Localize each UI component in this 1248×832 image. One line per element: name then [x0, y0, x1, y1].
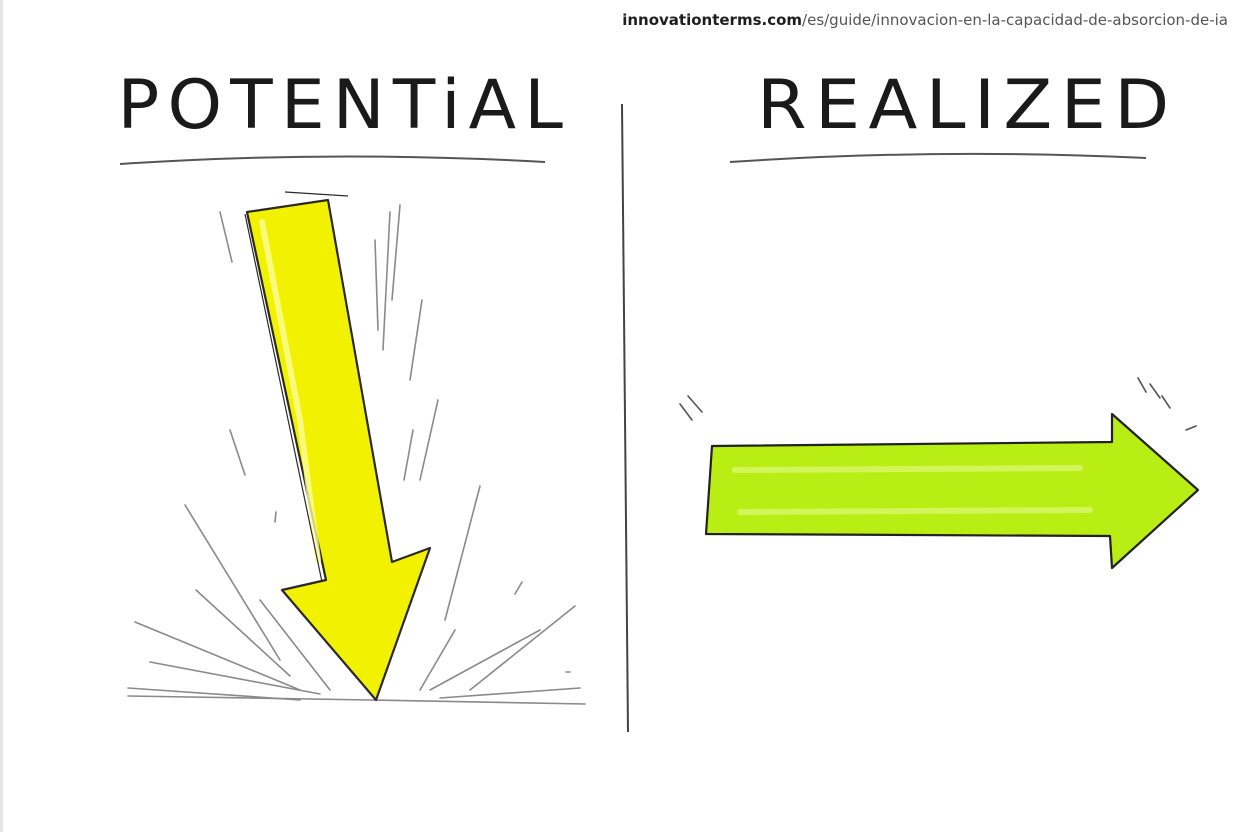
potential-underline [119, 155, 546, 165]
down-arrow-sketch-line [244, 213, 323, 583]
source-domain: innovationterms.com [622, 11, 803, 29]
realized-underline [729, 152, 1147, 163]
source-path: /es/guide/innovacion-en-la-capacidad-de-… [802, 11, 1228, 29]
panel-divider [621, 103, 629, 733]
source-url: innovationterms.com/es/guide/innovacion-… [622, 11, 1228, 29]
realized-heading: REALIZED [757, 66, 1178, 145]
down-arrow-group [127, 191, 586, 705]
right-arrow-highlight [732, 465, 1093, 515]
motion-marks [679, 377, 1197, 431]
potential-heading: POTENTiAL [117, 66, 572, 145]
right-arrow [704, 412, 1200, 570]
down-arrow-highlight [259, 219, 321, 563]
impact-splash [127, 204, 586, 705]
page-edge [0, 0, 3, 832]
down-arrow [245, 198, 432, 702]
right-arrow-group [679, 377, 1200, 570]
